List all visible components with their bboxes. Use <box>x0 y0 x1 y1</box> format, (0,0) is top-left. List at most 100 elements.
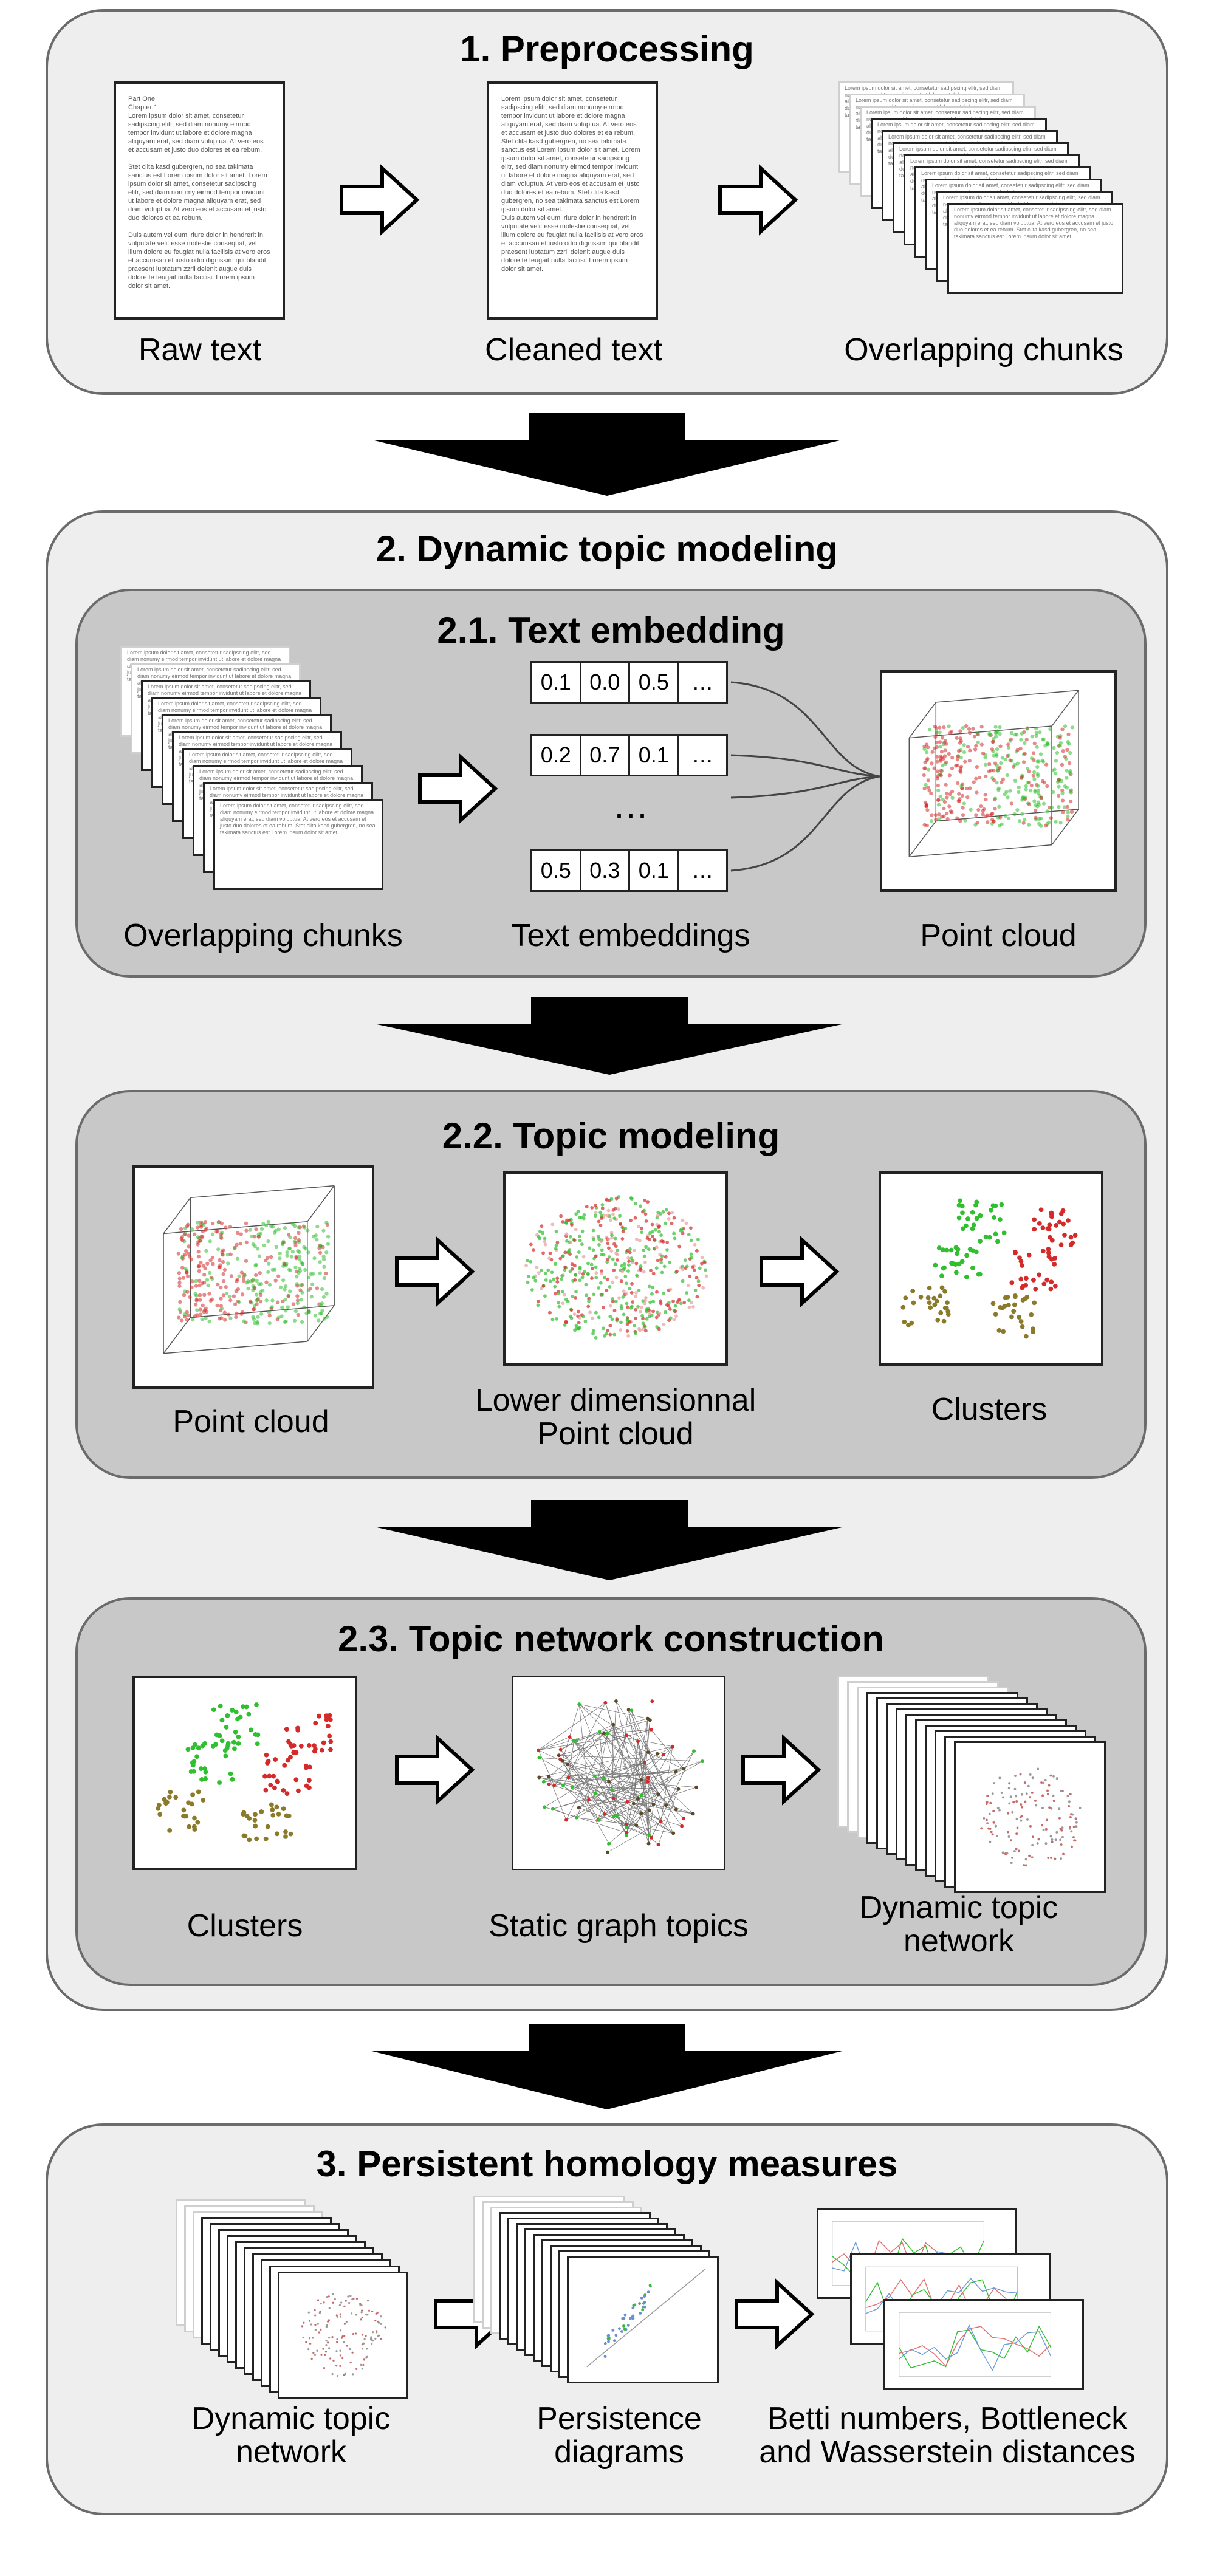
scatter-point <box>659 1212 662 1216</box>
scatter-point <box>1066 814 1070 818</box>
scatter-point <box>587 1299 591 1303</box>
scatter-point <box>993 796 998 801</box>
scatter-point <box>322 1264 326 1269</box>
scatter-point <box>1067 761 1072 766</box>
preprocessing-panel: 1. Preprocessing Part One Chapter 1 Lore… <box>46 9 1168 395</box>
network-node <box>1069 1816 1072 1818</box>
chunk-stack: Lorem ipsum dolor sit amet, consetetur s… <box>838 81 1154 324</box>
scatter-point <box>934 1298 939 1304</box>
persistence-point <box>608 2337 611 2340</box>
graph-node <box>592 1774 597 1778</box>
scatter-point <box>526 1280 530 1284</box>
network-node <box>1058 1807 1061 1810</box>
graph-node <box>639 1793 643 1798</box>
scatter-point <box>284 1727 289 1732</box>
scatter-point <box>999 761 1003 766</box>
graph-node <box>681 1767 685 1771</box>
scatter-point <box>259 1227 264 1231</box>
scatter-point <box>1066 1218 1071 1223</box>
right-arrow-icon <box>735 2278 815 2350</box>
scatter-point <box>1005 1294 1010 1300</box>
scatter-point <box>938 754 942 759</box>
scatter-point <box>683 1258 687 1262</box>
scatter-point <box>945 817 950 821</box>
network-node <box>375 2312 377 2315</box>
scatter-point <box>225 1291 229 1296</box>
scatter-point <box>546 1268 550 1272</box>
scatter-point <box>589 1262 594 1267</box>
scatter-point <box>1054 820 1058 824</box>
scatter-point <box>1040 1249 1046 1254</box>
network-node <box>1044 1778 1047 1781</box>
network-node <box>355 2297 358 2300</box>
scatter-point <box>1045 1226 1051 1231</box>
scatter-point <box>590 1316 594 1320</box>
network-node <box>363 2338 366 2340</box>
scatter-point <box>1058 736 1062 740</box>
persistence-point <box>618 2327 621 2331</box>
caption-text-embeddings: Text embeddings <box>511 918 750 953</box>
scatter-point <box>179 1236 183 1241</box>
graph-node <box>603 1701 608 1705</box>
scatter-point <box>606 1328 610 1332</box>
scatter-point <box>700 1261 704 1266</box>
scatter-point <box>190 1285 194 1290</box>
scatter-point <box>197 1283 202 1287</box>
scatter-point <box>947 752 951 756</box>
network-node <box>361 2348 364 2350</box>
scatter-point <box>619 1279 623 1283</box>
scatter-point <box>629 1290 634 1295</box>
scatter-point <box>182 1293 187 1297</box>
scatter-point <box>685 1264 689 1269</box>
graph-node <box>537 1775 541 1780</box>
scatter-point <box>1041 801 1046 806</box>
scatter-point <box>1018 747 1023 751</box>
scatter-point <box>581 1255 586 1259</box>
scatter-point <box>687 1298 691 1303</box>
scatter-point <box>285 1250 289 1255</box>
scatter-point <box>645 1309 649 1314</box>
scatter-point <box>1049 1211 1054 1217</box>
graph-node <box>676 1787 681 1791</box>
scatter-point <box>230 1776 235 1782</box>
converging-lines <box>730 681 880 872</box>
network-node <box>991 1792 994 1795</box>
network-node <box>1048 1806 1051 1809</box>
scatter-point <box>185 1747 191 1752</box>
card-figure <box>899 2312 1052 2377</box>
graph-node <box>661 1752 665 1756</box>
scatter-point <box>640 1314 645 1318</box>
scatter-point <box>964 1275 969 1279</box>
scatter-point <box>694 1249 699 1253</box>
network-node <box>341 2335 344 2338</box>
network-node <box>1009 1795 1012 1798</box>
graph-edge <box>616 1794 659 1816</box>
scatter-point <box>1012 1302 1017 1307</box>
persistence-point <box>623 2313 627 2317</box>
scatter-point <box>303 1763 309 1769</box>
persistence-point <box>639 2312 642 2315</box>
scatter-point <box>548 1279 552 1283</box>
scatter-point <box>307 1778 312 1783</box>
scatter-point <box>267 1321 272 1326</box>
scatter-point <box>259 1312 264 1316</box>
graph-edge <box>569 1736 674 1834</box>
scatter-point <box>606 1241 610 1245</box>
persistence-point <box>626 2323 630 2327</box>
scatter-point <box>1017 1315 1022 1320</box>
scatter-point <box>297 1238 301 1242</box>
scatter-point <box>232 1746 237 1752</box>
scatter-point <box>1006 753 1011 758</box>
network-node <box>324 2354 326 2356</box>
graph-node <box>568 1735 572 1739</box>
network-node <box>314 2309 316 2312</box>
scatter-point <box>561 1301 565 1306</box>
scatter-point <box>207 1320 211 1324</box>
right-arrow-icon <box>741 1734 821 1806</box>
scatter-point <box>1047 1222 1052 1228</box>
network-node <box>305 2341 307 2343</box>
scatter-point <box>177 1307 182 1312</box>
scatter-point <box>976 807 981 812</box>
graph-node <box>566 1762 570 1767</box>
scatter-point <box>597 1286 601 1290</box>
